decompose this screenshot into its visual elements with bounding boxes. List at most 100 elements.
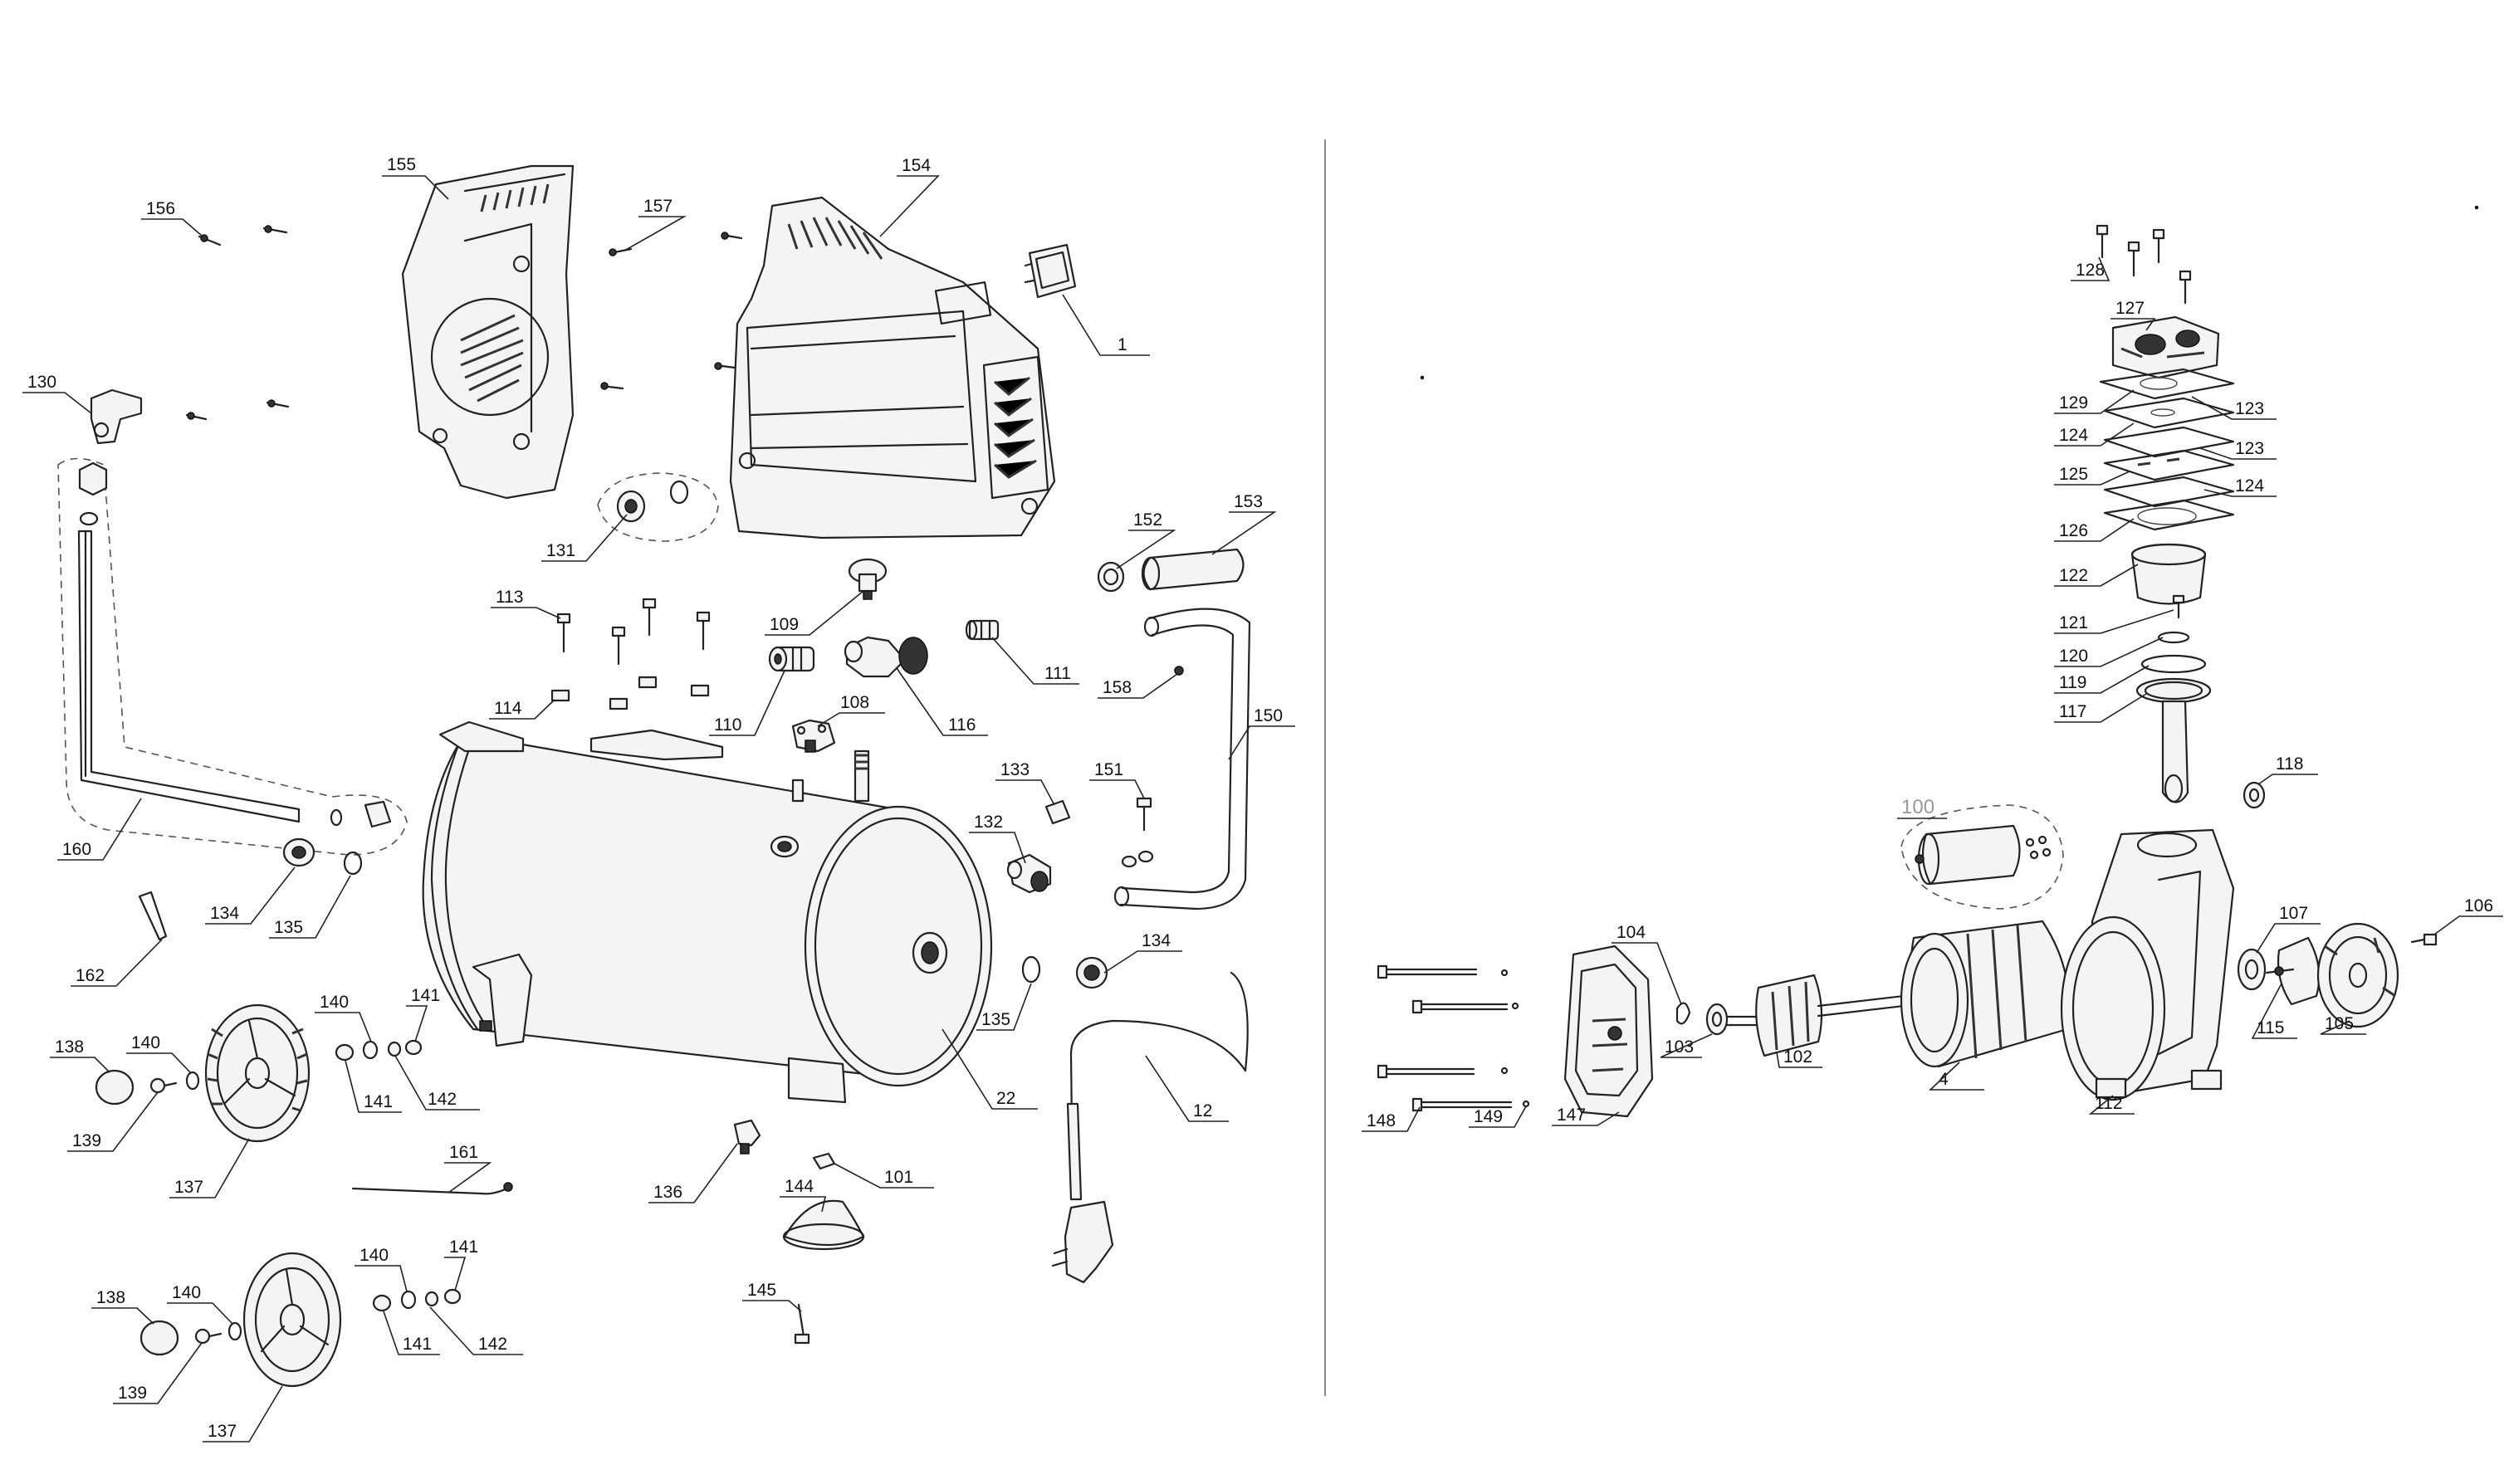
quick-coupler-part [768,646,815,672]
callout-124b: 124 [2203,476,2277,497]
callout-142b: 142 [429,1306,523,1355]
svg-text:144: 144 [785,1177,814,1196]
callout-112: 112 [2088,1094,2135,1115]
callout-111: 111 [991,637,1079,685]
svg-text:121: 121 [2059,613,2088,632]
piston-ring [2140,654,2207,674]
svg-text:113: 113 [496,588,523,607]
svg-text:12: 12 [1193,1101,1212,1120]
small-bearing [2243,781,2266,809]
svg-text:115: 115 [2257,1018,2284,1037]
callout-1: 1 [1062,294,1150,356]
svg-text:102: 102 [1783,1047,1812,1067]
callout-114: 114 [489,699,555,720]
callout-4: 4 [1928,1062,1984,1091]
crankcase-part [2060,828,2235,1101]
rubber-foot-part [782,1199,865,1251]
valve-fittings [733,1119,836,1170]
callout-130: 130 [22,373,92,414]
nuts-part [550,676,710,710]
svg-text:156: 156 [146,199,175,218]
callout-141c: 141 [444,1237,478,1291]
callout-135b: 135 [976,983,1032,1031]
svg-text:123: 123 [2235,399,2264,418]
through-bolts [1377,964,1530,1112]
callout-162: 162 [71,939,163,987]
svg-text:142: 142 [478,1335,507,1354]
regulator-part [844,636,928,678]
left-panel-parts [57,164,1251,1388]
svg-text:140: 140 [172,1283,201,1302]
rotor-part [1725,974,1920,1057]
fan-part [2316,922,2399,1028]
svg-text:161: 161 [449,1143,478,1162]
pressure-switch-part [791,719,836,753]
stator-part [1900,920,2071,1068]
callout-103: 103 [1660,1033,1713,1058]
svg-text:141: 141 [403,1335,432,1354]
svg-text:147: 147 [1557,1106,1586,1125]
svg-text:104: 104 [1616,923,1646,942]
svg-text:119: 119 [2059,673,2086,692]
svg-text:158: 158 [1103,678,1132,697]
svg-text:110: 110 [714,715,741,735]
callout-120: 120 [2054,637,2164,667]
svg-text:145: 145 [747,1281,776,1300]
svg-text:141: 141 [411,986,440,1005]
svg-text:116: 116 [948,715,976,735]
right-panel-parts [1377,205,2479,1118]
svg-text:101: 101 [884,1168,913,1187]
svg-text:134: 134 [210,904,239,923]
callout-141a: 141 [406,986,440,1042]
callout-139a: 139 [67,1091,159,1152]
callout-124a: 124 [2054,422,2135,447]
callout-142a: 142 [394,1055,480,1111]
crank-part [2265,936,2321,1006]
callout-140a: 140 [315,993,372,1042]
air-tank-part [422,720,993,1104]
callout-141b: 141 [345,1060,402,1113]
callout-151: 151 [1089,760,1145,799]
callout-161: 161 [444,1143,492,1194]
svg-text:140: 140 [131,1033,160,1052]
wheel-set-lower [139,1252,462,1388]
callout-126: 126 [2054,518,2135,542]
svg-text:135: 135 [274,918,303,937]
callout-137a: 137 [169,1138,250,1198]
svg-text:111: 111 [1044,664,1071,683]
hex-key-part [138,891,168,941]
callout-140d: 140 [167,1283,233,1325]
callout-153: 153 [1211,492,1277,555]
callout-150: 150 [1228,706,1295,760]
small-pin-part [1174,666,1184,676]
callout-157: 157 [624,197,687,251]
svg-text:150: 150 [1254,706,1283,725]
head-bolts [2096,224,2192,305]
callout-110: 110 [709,670,785,736]
svg-text:136: 136 [653,1183,682,1202]
svg-text:128: 128 [2076,261,2105,280]
callout-149: 149 [1469,1106,1527,1128]
svg-text:153: 153 [1234,492,1263,511]
svg-text:108: 108 [840,693,869,712]
cylinder-sleeve-part [2130,543,2207,605]
elbow-part [90,388,143,445]
end-cover-part [1563,945,1654,1118]
callout-144: 144 [780,1177,826,1213]
fan-screw [2410,933,2438,946]
svg-text:137: 137 [174,1178,203,1197]
callout-122: 122 [2054,564,2139,587]
callout-123b: 123 [2199,439,2277,460]
svg-text:141: 141 [364,1092,393,1111]
bolts-part [556,598,711,666]
callout-156: 156 [141,199,203,237]
svg-text:129: 129 [2059,393,2088,412]
svg-text:140: 140 [359,1246,389,1265]
svg-text:107: 107 [2279,904,2308,923]
svg-text:130: 130 [27,373,56,392]
callout-125: 125 [2054,465,2130,486]
svg-text:100: 100 [1901,796,1934,818]
connecting-rod-part [2135,677,2212,803]
svg-text:160: 160 [62,840,91,859]
